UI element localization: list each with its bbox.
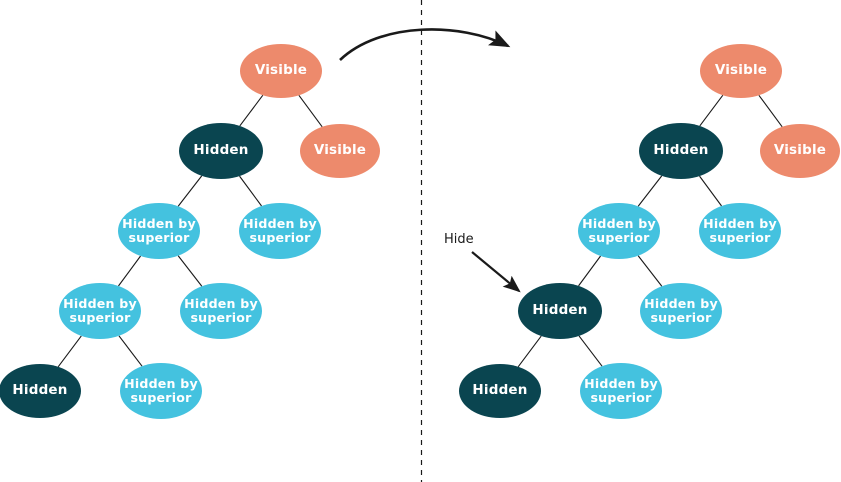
hide-arrow — [471, 251, 521, 293]
tree-node-visible[interactable]: Visible — [760, 124, 840, 178]
tree-node-hidden[interactable]: Hidden — [0, 364, 81, 418]
tree-edge — [239, 94, 264, 127]
tree-edge — [117, 255, 142, 287]
tree-edge — [699, 175, 723, 207]
tree-edge — [177, 255, 203, 287]
tree-node-label: Visible — [714, 62, 768, 79]
tree-edge — [517, 335, 542, 368]
tree-node-label: Visible — [313, 142, 367, 159]
tree-node-label: Hidden — [653, 142, 709, 159]
tree-edge — [637, 255, 663, 287]
tree-edge — [699, 94, 724, 127]
tree-node-hidden[interactable]: Hidden — [459, 364, 541, 418]
hide-label: Hide — [444, 232, 474, 247]
tree-edge — [637, 175, 663, 207]
tree-node-hidden[interactable]: Hidden — [179, 123, 263, 179]
tree-node-visible[interactable]: Visible — [240, 44, 322, 98]
tree-node-label: Visible — [254, 62, 308, 79]
tree-node-label: Hidden — [12, 382, 68, 399]
tree-node-visible[interactable]: Visible — [700, 44, 782, 98]
tree-node-label: Hidden — [193, 142, 249, 159]
tree-edge — [239, 175, 263, 207]
tree-node-hidden[interactable]: Hidden — [639, 123, 723, 179]
tree-node-hidden[interactable]: Hidden — [518, 283, 602, 339]
tree-node-label: Hidden — [532, 302, 588, 319]
tree-edge — [57, 335, 82, 368]
tree-edge — [578, 335, 603, 367]
tree-node-label: Hidden — [472, 382, 528, 399]
tree-edge — [758, 94, 783, 128]
tree-node-visible[interactable]: Visible — [300, 124, 380, 178]
tree-node-label: Visible — [773, 142, 827, 159]
tree-edge — [118, 335, 143, 367]
tree-edge — [177, 175, 203, 207]
tree-edge — [298, 94, 323, 128]
tree-edge — [578, 255, 602, 287]
transform-arrow — [339, 28, 511, 61]
